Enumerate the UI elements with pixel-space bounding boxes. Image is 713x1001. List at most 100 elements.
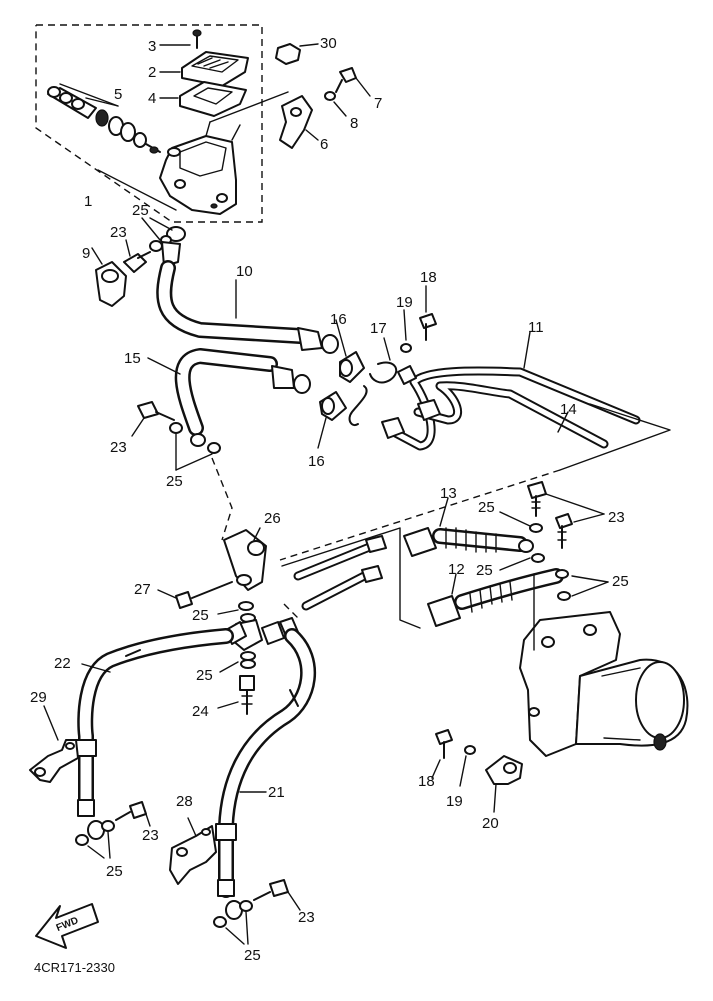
part-4-diaphragm	[179, 81, 247, 117]
part-7-bolt	[335, 67, 371, 97]
callout-23c: 23	[608, 509, 625, 526]
part-21-brake-hose	[215, 628, 317, 920]
part-14-brake-pipe	[413, 381, 609, 449]
part-5-piston-kit	[47, 83, 161, 154]
callout-21: 21	[268, 784, 285, 801]
callout-25f: 25	[192, 607, 209, 624]
callout-16a: 16	[330, 311, 347, 328]
callout-7: 7	[374, 95, 382, 112]
callout-3: 3	[148, 38, 156, 55]
master-cylinder-group	[35, 24, 289, 223]
pipe-guide-line	[559, 403, 671, 471]
callout-25g: 25	[196, 667, 213, 684]
callout-23d: 23	[142, 827, 159, 844]
fwd-arrow	[35, 903, 99, 949]
callout-8: 8	[350, 115, 358, 132]
callout-27: 27	[134, 581, 151, 598]
part-24-bolt	[217, 675, 255, 715]
part-6-bracket	[279, 95, 319, 149]
part-16-grommet-a	[335, 319, 365, 383]
dashed-leader-b	[283, 603, 301, 621]
callout-14: 14	[560, 401, 577, 418]
part-26-joint	[223, 527, 267, 591]
callout-25e: 25	[612, 573, 629, 590]
callout-labels: 3 2 4 5 1 30 7 8 6 25 23 9 10 18 19 11 1…	[30, 35, 629, 975]
callout-17: 17	[370, 320, 387, 337]
callout-25h: 25	[106, 863, 123, 880]
part-18-bolt-b	[431, 729, 453, 779]
callout-12: 12	[448, 561, 465, 578]
callout-2: 2	[148, 64, 156, 81]
mid-left-washers	[169, 422, 221, 471]
part-23-bolt-mid	[131, 401, 175, 437]
pipe-ends-mid	[293, 535, 387, 611]
part-18-bolt-a	[419, 285, 437, 341]
part-8-washer	[324, 91, 347, 117]
part-12-brake-hose	[427, 568, 564, 627]
callout-13: 13	[440, 485, 457, 502]
callout-25b: 25	[166, 473, 183, 490]
caliper-washers	[499, 511, 609, 601]
callout-16b: 16	[308, 453, 325, 470]
callout-10: 10	[236, 263, 253, 280]
part-29-bracket	[29, 705, 79, 783]
part-10-brake-hose	[156, 260, 339, 354]
callout-11: 11	[528, 319, 544, 336]
callout-19a: 19	[396, 294, 413, 311]
callout-19b: 19	[446, 793, 463, 810]
part-15-brake-hose	[147, 348, 311, 447]
part-23-bolt-e	[253, 879, 301, 911]
callout-18b: 18	[418, 773, 435, 790]
callout-26: 26	[264, 510, 281, 527]
part-1-master-cylinder-body	[159, 121, 241, 215]
part-19-washer-b	[459, 745, 476, 787]
callout-28: 28	[176, 793, 193, 810]
callout-25c: 25	[478, 499, 495, 516]
part-19-washer-a	[400, 309, 412, 353]
callout-18a: 18	[420, 269, 437, 286]
part-2-reservoir-cap	[181, 51, 249, 87]
callout-30: 30	[320, 35, 337, 52]
part-23-bolt-d	[545, 493, 605, 549]
callout-9: 9	[82, 245, 90, 262]
rear-caliper	[519, 611, 689, 757]
assembly-dashed-outline	[35, 24, 263, 223]
callout-4: 4	[148, 90, 156, 107]
part-11-brake-pipe	[385, 331, 641, 451]
callout-23b: 23	[110, 439, 127, 456]
callout-22: 22	[54, 655, 71, 672]
callout-1: 1	[84, 193, 92, 210]
joint-washers	[217, 601, 263, 673]
callout-25d: 25	[476, 562, 493, 579]
callout-6: 6	[320, 136, 328, 153]
part-17-clamp	[348, 337, 398, 426]
part-13-brake-hose	[403, 497, 534, 557]
callout-29: 29	[30, 689, 47, 706]
callout-25a: 25	[132, 202, 149, 219]
diagram-code: 4CR171-2330	[34, 960, 115, 975]
callout-23e: 23	[298, 909, 315, 926]
part-20-clamp	[485, 755, 523, 813]
part-16-grommet-b	[317, 391, 347, 449]
part-3-screw	[192, 29, 202, 49]
dashed-leader-c	[211, 457, 233, 541]
callout-23a: 23	[110, 224, 127, 241]
part-30-cap	[275, 43, 319, 65]
callout-15: 15	[124, 350, 141, 367]
part-9-boot	[91, 247, 127, 307]
dashed-leader-a	[279, 469, 561, 561]
pipe-fittings	[381, 365, 441, 439]
callout-20: 20	[482, 815, 499, 832]
callout-5: 5	[114, 86, 122, 103]
callout-25-bottom: 25	[244, 947, 261, 964]
callout-24: 24	[192, 703, 209, 720]
part-23-bolt-b	[115, 801, 151, 827]
part-23-bolt-a	[123, 239, 151, 273]
lower-mid-washers	[213, 900, 253, 945]
part-28-bracket	[169, 817, 217, 885]
part-23-bolt-c	[527, 481, 547, 517]
lower-left-washers	[75, 820, 115, 859]
part-27-bolt	[157, 581, 233, 609]
